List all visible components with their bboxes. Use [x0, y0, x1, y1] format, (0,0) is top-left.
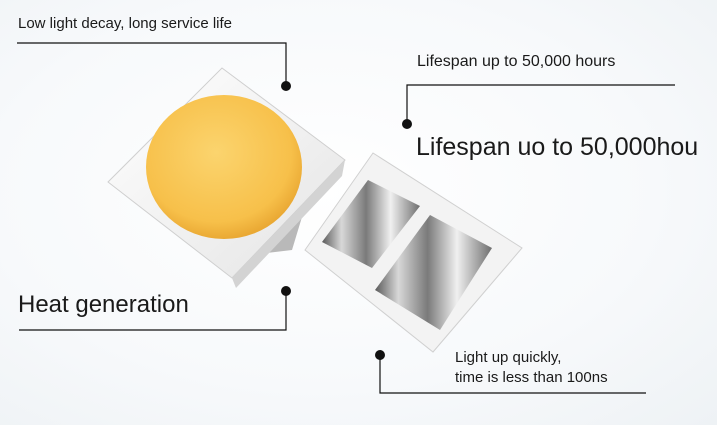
label-light-decay: Low light decay, long service life	[18, 15, 232, 32]
callout-line-light-decay	[17, 42, 287, 86]
metal-contact-upper	[322, 180, 420, 268]
label-light-up: Light up quickly, time is less than 100n…	[455, 348, 608, 388]
label-lifespan-small: Lifespan up to 50,000 hours	[417, 53, 616, 70]
label-lifespan-large: Lifespan uo to 50,000hou	[416, 133, 699, 161]
callout-lines	[17, 42, 675, 394]
led-chip-front	[107, 67, 346, 288]
callout-line-light-up	[379, 355, 646, 394]
callout-dot-light-decay	[281, 81, 291, 91]
metal-contact-lower	[375, 215, 492, 330]
label-light-up-line2: time is less than 100ns	[455, 369, 608, 386]
callout-dot-light-up	[375, 350, 385, 360]
chip-side	[232, 160, 345, 288]
label-heat-generation: Heat generation	[18, 291, 189, 318]
callout-line-lifespan	[406, 84, 675, 124]
callout-dot-lifespan	[402, 119, 412, 129]
callout-dots	[281, 81, 412, 360]
led-chip-back	[304, 152, 523, 353]
phosphor-dome	[146, 95, 302, 239]
label-light-up-line1: Light up quickly,	[455, 349, 562, 366]
callout-line-heat	[19, 291, 287, 331]
callout-dot-heat	[281, 286, 291, 296]
